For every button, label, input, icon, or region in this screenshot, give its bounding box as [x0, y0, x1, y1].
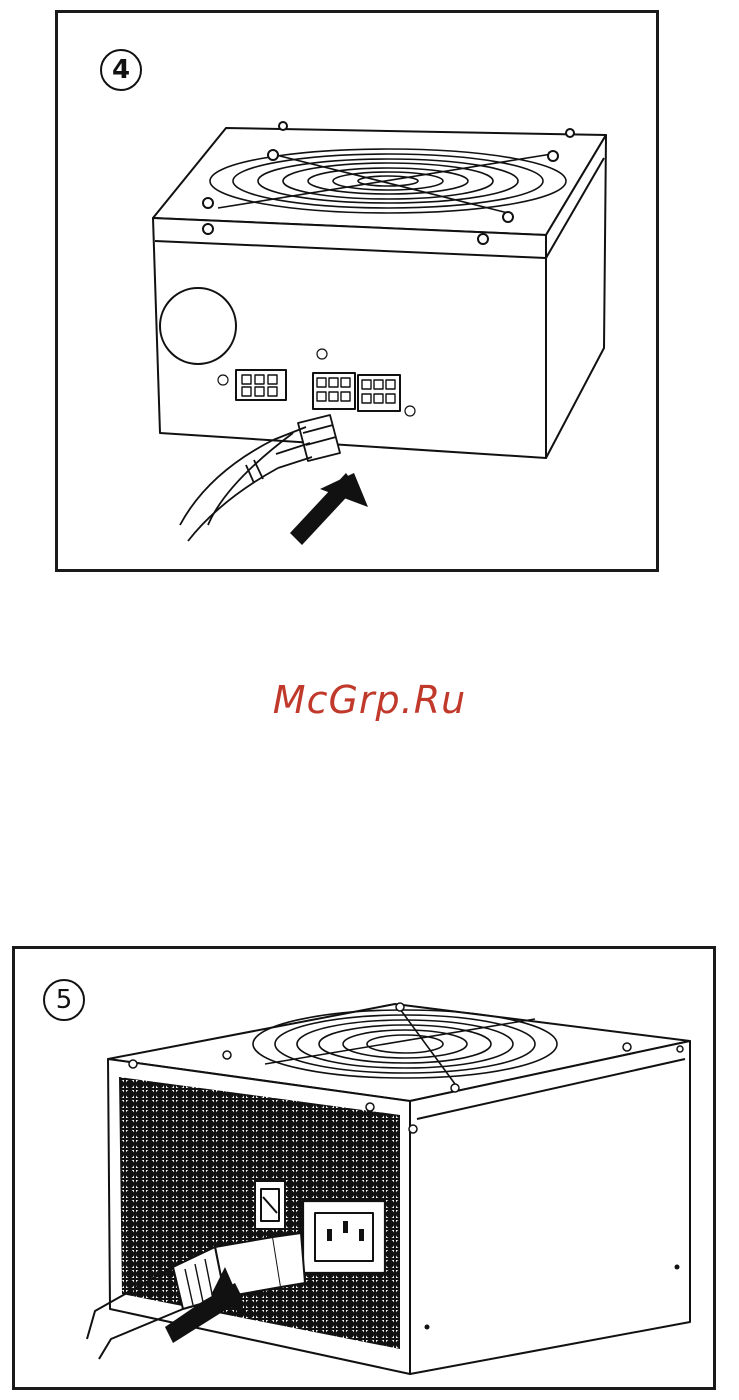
watermark: McGrp.Ru: [0, 678, 739, 722]
step-4-panel: 4: [55, 10, 659, 572]
arrow-icon: [15, 949, 713, 1387]
arrow-icon: [58, 13, 656, 569]
step-5-panel: 5: [12, 946, 716, 1390]
